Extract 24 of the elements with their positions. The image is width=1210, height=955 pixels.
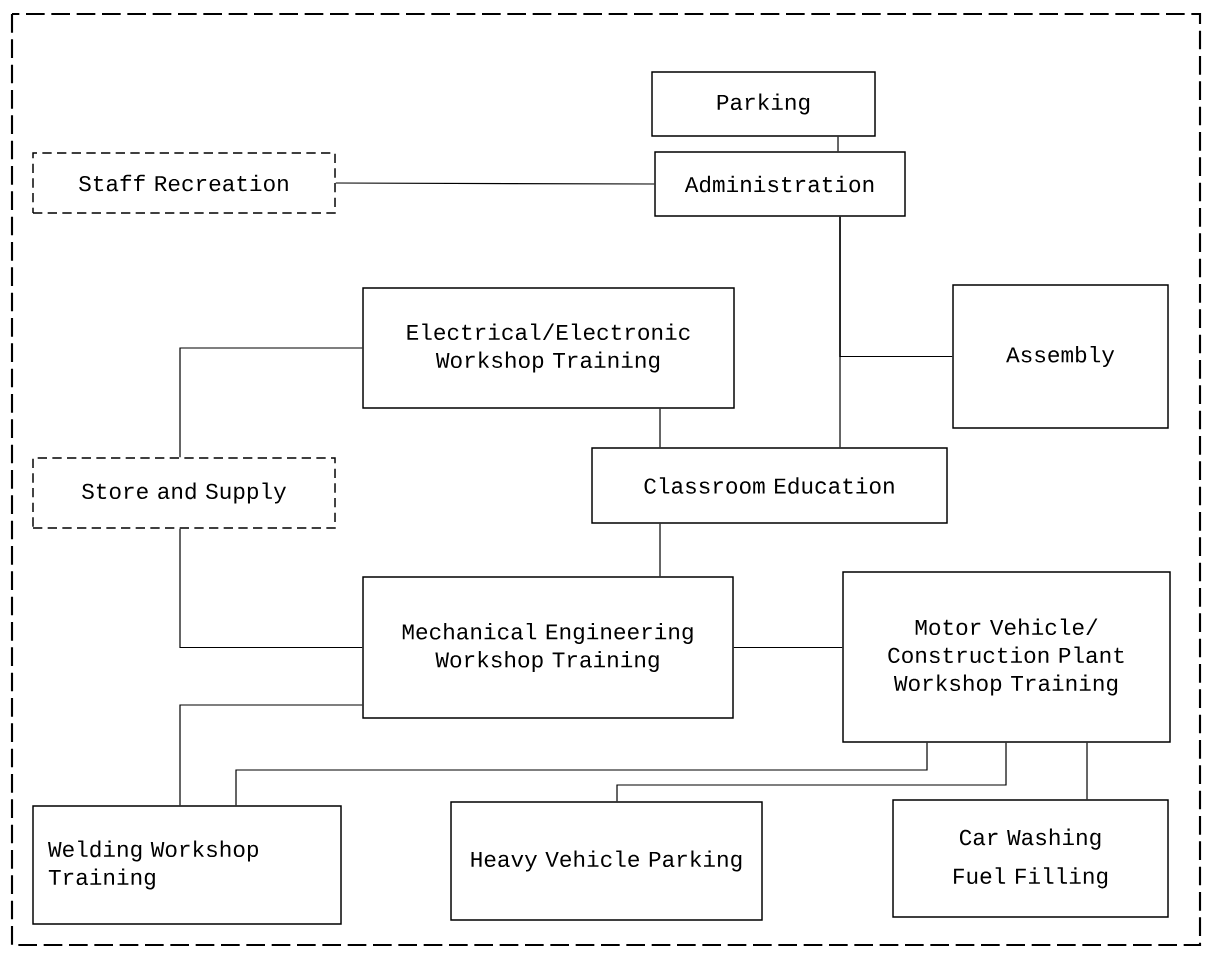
dashed-box: Store and Supply [32, 457, 336, 529]
connector-line [659, 408, 661, 448]
connector-line [839, 216, 953, 358]
process-box: Administration [654, 151, 906, 217]
process-box: Mechanical Engineering Workshop Training [362, 576, 734, 719]
process-box: Car Washing Fuel Filling [892, 799, 1169, 918]
connector-line [659, 523, 661, 577]
process-box: Assembly [952, 284, 1169, 429]
connector-line [335, 182, 655, 185]
connector-line [179, 704, 363, 806]
process-box: Welding Workshop Training [32, 805, 342, 925]
connector-line [1086, 742, 1088, 800]
process-box: Parking [651, 71, 876, 137]
process-box: Heavy Vehicle Parking [450, 801, 763, 921]
connector-line [179, 528, 363, 649]
connector-line [616, 742, 1007, 802]
process-box: Electrical/Electronic Workshop Training [362, 287, 735, 409]
connector-line [235, 742, 928, 806]
connector-line [837, 136, 839, 152]
process-box: Motor Vehicle/ Construction Plant Workshop Training [842, 571, 1171, 743]
dashed-box: Staff Recreation [32, 152, 336, 214]
connector-line [733, 646, 843, 649]
connector-line [179, 347, 363, 458]
process-box: Classroom Education [591, 447, 948, 524]
